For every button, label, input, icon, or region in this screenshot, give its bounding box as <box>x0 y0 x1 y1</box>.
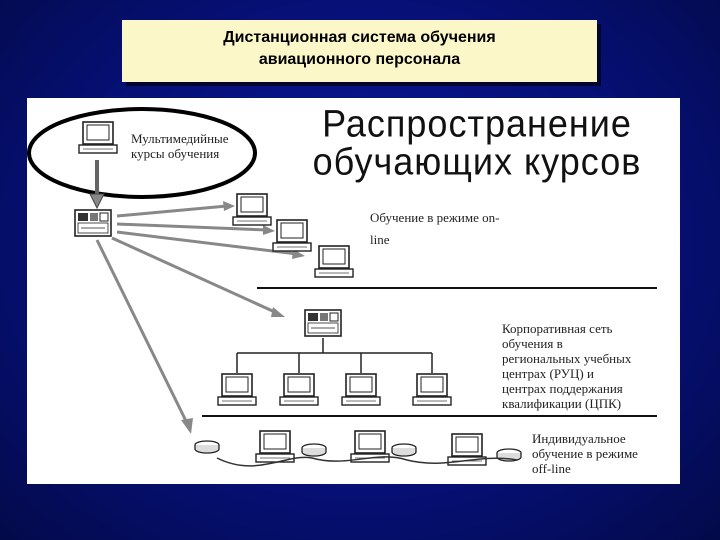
online-label-line-2: line <box>370 232 390 247</box>
multimedia-label-line-2: курсы обучения <box>131 146 219 161</box>
online-computer-icon <box>233 194 271 225</box>
multimedia-label-line-1: Мультимедийные <box>131 131 229 146</box>
arrow-down-icon <box>90 160 104 208</box>
online-label-line-1: Обучение в режиме on- <box>370 210 499 225</box>
corporate-label-line: квалификации (ЦПК) <box>502 396 621 411</box>
slide-title-box: Дистанционная система обучения авиационн… <box>122 20 597 82</box>
distribution-diagram: Распространение обучающих курсов Мультим… <box>27 98 680 484</box>
disc-icon <box>195 441 219 453</box>
corporate-computer-icon <box>342 374 380 405</box>
corporate-computer-icon <box>413 374 451 405</box>
offline-label-line: off-line <box>532 461 571 476</box>
corporate-server-icon <box>305 310 341 336</box>
network-tree <box>237 338 432 373</box>
offline-computer-icon <box>256 431 294 462</box>
multimedia-computer-icon <box>79 122 117 153</box>
corporate-label-line: центрах поддержания <box>502 381 623 396</box>
corporate-label-line: центрах (РУЦ) и <box>502 366 594 381</box>
main-server-icon <box>75 210 111 236</box>
slide-title-line-1: Дистанционная система обучения <box>122 27 597 49</box>
corporate-label-line: региональных учебных <box>502 351 631 366</box>
diagram-heading-line-1: Распространение <box>297 105 657 143</box>
corporate-label-line: обучения в <box>502 336 563 351</box>
diagram-heading-line-2: обучающих курсов <box>297 143 657 181</box>
slide-title-line-2: авиационного персонала <box>122 49 597 71</box>
corporate-computer-icon <box>280 374 318 405</box>
online-arrows <box>97 206 297 423</box>
corporate-computer-icon <box>218 374 256 405</box>
corporate-label-line: Корпоративная сеть <box>502 321 612 336</box>
disc-icon <box>392 444 416 456</box>
offline-label-line: Индивидуальное <box>532 431 626 446</box>
offline-label-line: обучение в режиме <box>532 446 638 461</box>
online-computer-icon <box>315 246 353 277</box>
online-computer-icon <box>273 220 311 251</box>
disc-icon <box>302 444 326 456</box>
